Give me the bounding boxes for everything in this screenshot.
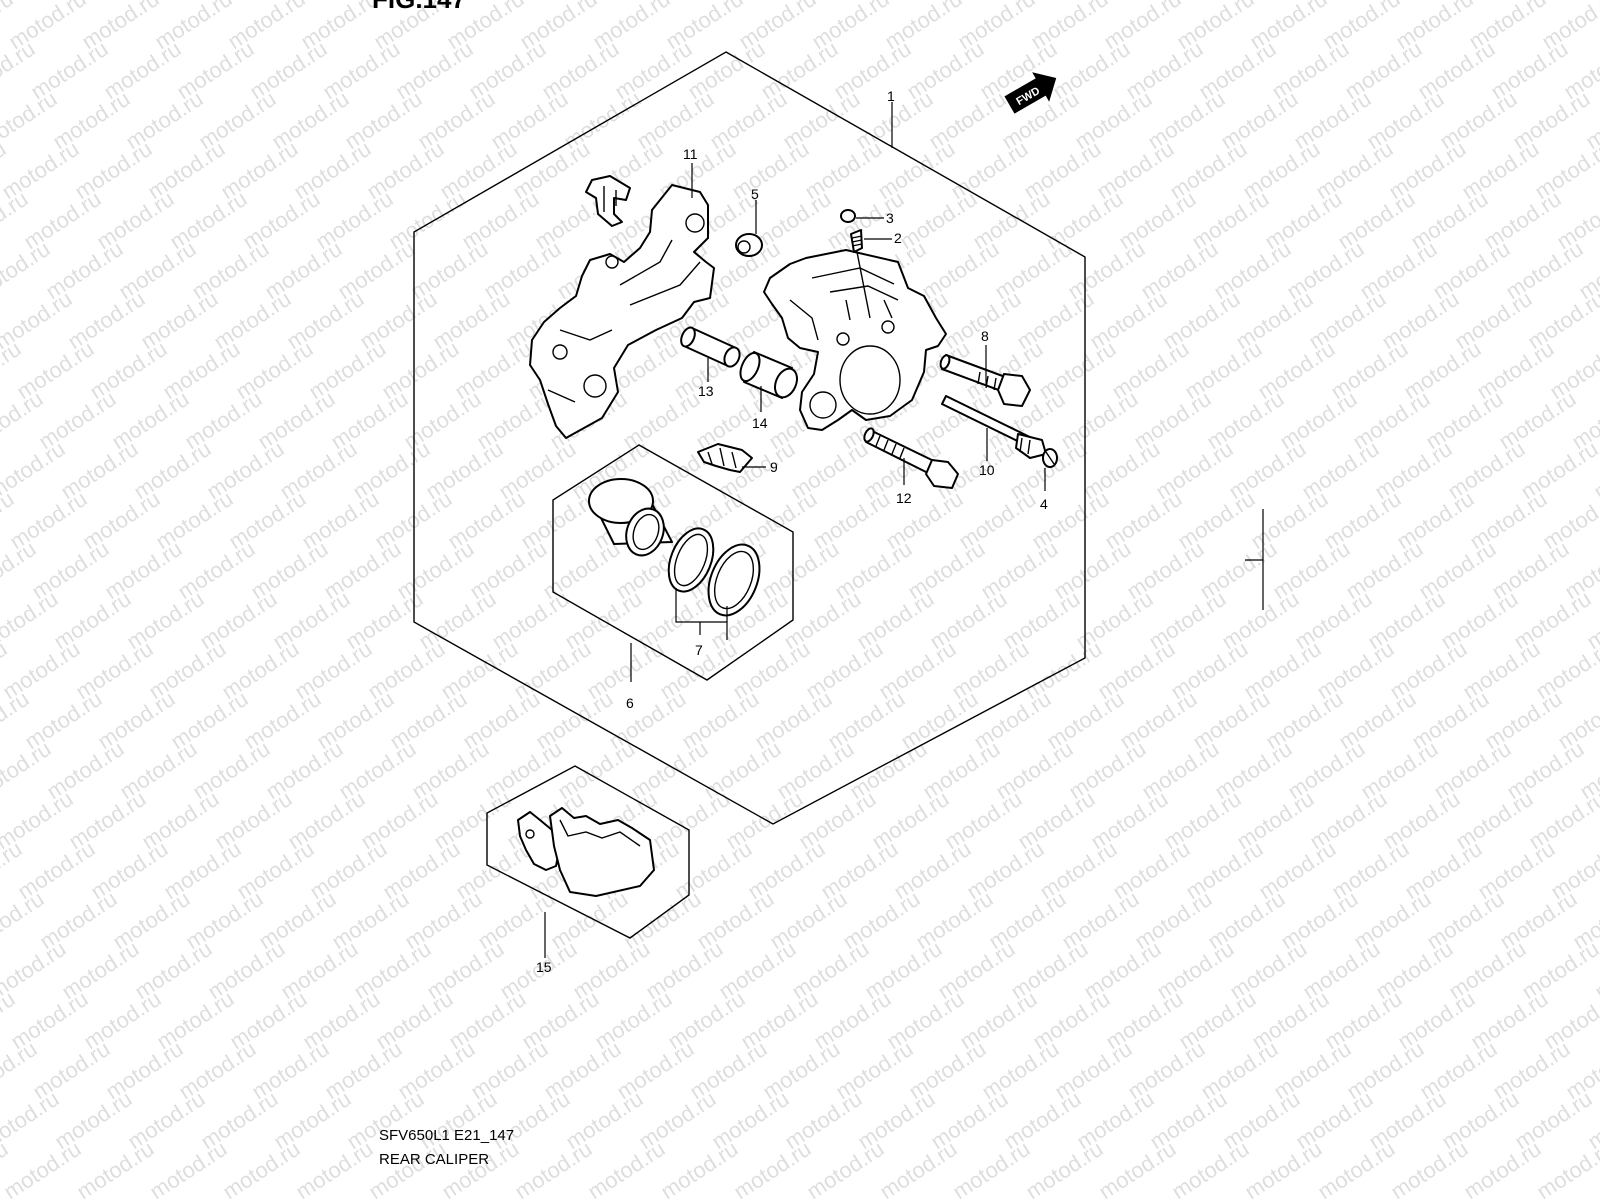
- watermark-text: motod.ru: [1021, 1136, 1107, 1200]
- watermark-text: motod.ru: [875, 1136, 961, 1200]
- caliper-assembly-outline: [413, 51, 1086, 825]
- leader-lines: [544, 102, 1046, 958]
- watermark-text: motod.ru: [0, 436, 70, 504]
- bleeder-valve-part-2: [850, 229, 871, 319]
- callout-2: 2: [894, 230, 902, 246]
- bolt-part-12: [863, 427, 959, 489]
- caliper-body: [763, 249, 947, 431]
- watermark-text: motod.ru: [656, 1136, 742, 1200]
- watermark-text: motod.ru: [0, 1136, 86, 1200]
- watermark-text: motod.ru: [1094, 1136, 1180, 1200]
- callout-8: 8: [981, 328, 989, 344]
- diagram-title: REAR CALIPER: [379, 1151, 489, 1168]
- callout-labels: 1 2 3 4 5 6 7 8 9 10 11 12 13 14 15: [536, 88, 1048, 975]
- callout-1: 1: [887, 88, 895, 104]
- seals-part-7: [667, 527, 761, 617]
- watermark-text: motod.ru: [72, 1136, 158, 1200]
- piston-seal-subgroup-outline: [552, 444, 794, 681]
- watermark-text: motod.ru: [1386, 1136, 1472, 1200]
- watermark-text: motod.ru: [1167, 1136, 1253, 1200]
- watermark-text: motod.ru: [1240, 1136, 1326, 1200]
- boot-part-14: [739, 351, 798, 399]
- callout-7: 7: [695, 642, 703, 658]
- pin-sleeve-part-13: [680, 326, 741, 368]
- watermark-text: motod.ru: [218, 1136, 304, 1200]
- watermark-text: motod.ru: [729, 1136, 815, 1200]
- callout-10: 10: [979, 462, 995, 478]
- callout-14: 14: [752, 415, 768, 431]
- watermark-text: motod.ru: [0, 736, 56, 804]
- callout-11: 11: [683, 146, 698, 162]
- pad-spring-part-9: [697, 443, 753, 473]
- watermark-text: motod.ru: [1459, 1136, 1545, 1200]
- callout-4: 4: [1040, 496, 1048, 512]
- plug-part-4: [1042, 448, 1058, 468]
- callout-12: 12: [896, 490, 912, 506]
- watermark-text: motod.ru: [0, 586, 63, 654]
- piston-part-6: [588, 478, 673, 557]
- pad-set-outline: [486, 765, 690, 939]
- pad-pin-part-10: [941, 395, 1047, 459]
- watermark-text: motod.ru: [1532, 1136, 1600, 1200]
- watermark-text: motod.ru: [145, 1136, 231, 1200]
- callout-3: 3: [886, 210, 894, 226]
- callout-9: 9: [770, 459, 778, 475]
- caliper-bracket: [529, 175, 715, 439]
- watermark-text: motod.ru: [1313, 1136, 1399, 1200]
- brake-pads-part-15: [517, 807, 655, 897]
- callout-5: 5: [751, 186, 759, 202]
- watermark-text: motod.ru: [0, 236, 55, 304]
- watermark-text: motod.ru: [802, 1136, 888, 1200]
- watermark-text: motod.ru: [291, 1136, 377, 1200]
- watermark-text: motod.ru: [0, 86, 62, 154]
- callout-15: 15: [536, 959, 552, 975]
- watermark-text: motod.ru: [510, 1136, 596, 1200]
- figure-label: FIG.147: [372, 0, 466, 14]
- callout-13: 13: [698, 383, 714, 399]
- watermark-text: motod.ru: [0, 1086, 64, 1154]
- watermark-text: motod.ru: [948, 1136, 1034, 1200]
- bolt-part-8: [939, 354, 1031, 407]
- boot-part-5: [735, 233, 763, 257]
- callout-6: 6: [626, 695, 634, 711]
- side-marker: [1245, 509, 1264, 610]
- model-code: SFV650L1 E21_147: [379, 1127, 514, 1144]
- watermark-text: motod.ru: [583, 1136, 669, 1200]
- bleeder-cap-part-3: [840, 209, 856, 223]
